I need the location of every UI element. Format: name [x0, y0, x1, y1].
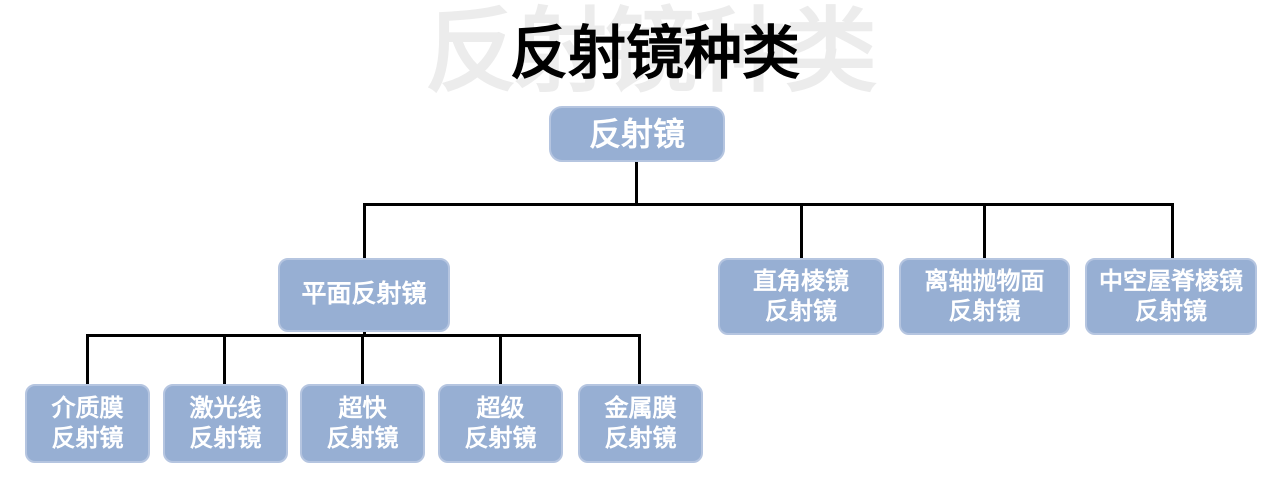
- node-reflector-root: 反射镜: [549, 106, 725, 162]
- ghost-watermark-title: 反射镜种类: [424, 1, 877, 103]
- connector-root-vertical: [635, 160, 638, 205]
- node-laser-line-mirror: 激光线 反射镜: [163, 384, 288, 463]
- connector-vertical-off-axis: [983, 203, 986, 260]
- node-super-mirror: 超级 反射镜: [438, 384, 563, 463]
- node-dielectric-film-mirror: 介质膜 反射镜: [25, 384, 150, 463]
- connector-plane-stub: [363, 328, 366, 337]
- connector-vertical-ultrafast: [361, 334, 364, 386]
- node-hollow-roof-prism-mirror: 中空屋脊棱镜 反射镜: [1085, 258, 1257, 335]
- connector-vertical-dielectric: [86, 334, 89, 386]
- node-ultrafast-mirror: 超快 反射镜: [300, 384, 425, 463]
- connector-vertical-right-angle: [800, 203, 803, 260]
- connector-vertical-metal-film: [638, 334, 641, 386]
- connector-vertical-hollow-roof: [1171, 203, 1174, 260]
- node-right-angle-prism-mirror: 直角棱镜 反射镜: [718, 258, 884, 335]
- page-title: 反射镜种类: [509, 21, 801, 86]
- node-plane-mirror: 平面反射镜: [278, 258, 450, 332]
- connector-vertical-plane: [363, 203, 366, 260]
- connector-vertical-super: [499, 334, 502, 386]
- node-off-axis-parabolic-mirror: 离轴抛物面 反射镜: [899, 258, 1070, 335]
- connector-vertical-laser-line: [223, 334, 226, 386]
- node-metal-film-mirror: 金属膜 反射镜: [578, 384, 703, 463]
- connector-level2-horizontal: [363, 203, 1174, 206]
